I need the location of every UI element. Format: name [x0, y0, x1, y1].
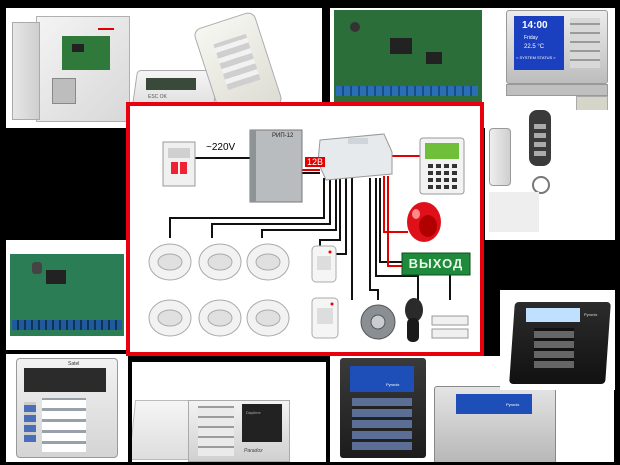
smoke-detectors	[148, 243, 290, 337]
psu-output-label: 12В	[305, 157, 326, 167]
keyring	[532, 176, 550, 194]
siren-strobe	[407, 202, 441, 242]
enclosure-door	[12, 22, 40, 120]
keypad-pyronix-silver-brand: Pyronix	[506, 402, 520, 407]
smoke-detector-1	[148, 243, 192, 281]
keypad-paradox-screen	[242, 404, 282, 442]
smoke-detector-6	[246, 299, 290, 337]
lcd-keypad	[419, 137, 465, 195]
keypad-satel-brand: Satel	[68, 361, 80, 367]
keypad-pyronix-dark-keys	[352, 398, 412, 450]
smoke-detector-3	[246, 243, 290, 281]
board-chip-2	[426, 52, 442, 64]
remote-control-white	[489, 128, 511, 186]
smoke-detector-5	[198, 299, 242, 337]
battery-bracket	[52, 78, 76, 104]
terminal-strip	[336, 86, 478, 96]
smoke-detector-4	[148, 299, 192, 337]
keypad-pyronix-silver-screen	[456, 394, 532, 414]
touch-memory-key	[405, 298, 423, 342]
keypad-tr-buttons	[570, 18, 600, 68]
keypad-stand	[506, 84, 608, 96]
keypad-pyronix-black-screen	[526, 308, 580, 322]
key-reader	[360, 304, 396, 340]
keypad-status: < SYSTEM STATUS >	[516, 55, 556, 60]
keypad-pyronix-dark-brand: Pyronix	[386, 382, 400, 387]
keypad-pyronix-dark-screen	[350, 366, 414, 392]
board-chip	[72, 44, 84, 52]
keypad-satel-keys	[42, 398, 86, 452]
expander-terminals	[12, 320, 122, 330]
keypad-time: 14:00	[522, 20, 548, 31]
expander-chip	[46, 270, 66, 284]
exit-sign	[401, 252, 471, 276]
keypad-tr-screen	[514, 16, 564, 70]
keyfob-buttons	[534, 120, 546, 156]
keypad-satel-screen	[24, 368, 106, 392]
keypad-pyronix-black-keys	[534, 328, 574, 368]
keypad-display-tl	[146, 78, 196, 90]
alarm-controller-box	[317, 133, 393, 181]
keypad-display-text: ESC OK	[148, 94, 167, 100]
tile-left-middle	[6, 240, 128, 350]
power-supply-rip12	[249, 129, 303, 203]
keypad-paradox-keys	[198, 406, 234, 456]
tile-bottom-center: Daytime Paradox	[132, 362, 326, 462]
circuit-breaker	[162, 141, 196, 187]
keypad-date: Friday	[524, 35, 538, 41]
motion-sensors	[311, 245, 339, 339]
voltage-label: ~220V	[206, 142, 236, 153]
tile-top-left: ESC OK	[6, 8, 322, 128]
tile-top-right: 14:00 Friday 22.5 °C < SYSTEM STATUS >	[330, 8, 615, 128]
motion-sensor-1	[311, 245, 337, 283]
control-board	[62, 36, 110, 70]
tile-bottom-left: Satel	[6, 354, 128, 462]
smoke-detector-2	[198, 243, 242, 281]
tile-right-middle	[485, 110, 615, 240]
tile-right-lower: Pyronix	[500, 290, 615, 390]
magnetic-door-contact	[431, 315, 469, 339]
keypad-pyronix-black-brand: Pyronix	[584, 312, 598, 317]
red-wire	[98, 28, 114, 30]
keypad-temp: 22.5 °C	[524, 44, 545, 50]
proximity-tag	[489, 192, 539, 232]
keypad-paradox-brand: Paradox	[244, 448, 263, 454]
motion-sensor-2	[311, 297, 339, 339]
board-capacitor	[350, 22, 360, 32]
keypad-satel-side-keys	[24, 402, 36, 442]
board-processor	[390, 38, 412, 54]
expander-capacitor	[32, 262, 42, 274]
psu-label: РИП-12	[272, 133, 294, 139]
exit-sign-text: ВЫХОД	[408, 256, 464, 271]
red-wires	[300, 155, 420, 267]
keypad-paradox-text: Daytime	[246, 410, 261, 415]
